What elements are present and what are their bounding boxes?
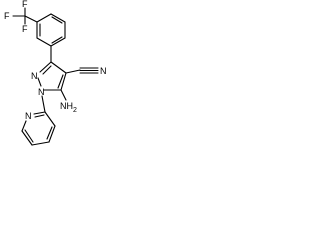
bond-pyrazole-amino bbox=[60, 89, 67, 101]
fluorine-bottom-label: F bbox=[22, 24, 28, 34]
fluorine-top-label: F bbox=[22, 0, 28, 9]
pyridine-bond bbox=[48, 125, 56, 143]
bond-cf3-aryl bbox=[24, 15, 38, 23]
pyridine-bond bbox=[21, 130, 33, 146]
pyrazole-double-bond bbox=[57, 74, 64, 89]
amino-nh-label: NH bbox=[60, 101, 73, 111]
pyridine-double-bond bbox=[34, 114, 45, 118]
pyrazole-double-bond bbox=[42, 65, 52, 75]
pyrazole-n2-label: N bbox=[31, 71, 38, 81]
benzene-bond bbox=[36, 13, 52, 23]
pyrazole-bond bbox=[50, 61, 67, 74]
pyridine-double-bond bbox=[46, 126, 53, 140]
amino-group: NH2 bbox=[60, 89, 77, 114]
benzene-ring bbox=[36, 13, 66, 47]
pyrazole-bond bbox=[60, 72, 67, 91]
pyridine-bond bbox=[31, 141, 50, 146]
trifluoromethyl-group: F F F bbox=[4, 0, 38, 34]
benzene-bond bbox=[36, 37, 52, 47]
amino-label: NH2 bbox=[60, 101, 77, 114]
bond-pyrazole-pyridine bbox=[41, 95, 46, 113]
pyridine-ring: N bbox=[21, 111, 56, 146]
benzene-bond bbox=[50, 13, 66, 23]
chemical-structure: F F F N N N NH2 bbox=[4, 0, 107, 146]
fluorine-left-label: F bbox=[4, 11, 10, 21]
benzene-bond bbox=[50, 37, 66, 47]
amino-h-count-label: 2 bbox=[73, 107, 77, 114]
pyridine-n-label: N bbox=[25, 111, 32, 121]
pyridine-bond bbox=[44, 111, 56, 127]
pyrazole-n1-label: N bbox=[38, 87, 45, 97]
pyridine-bond bbox=[33, 111, 46, 115]
pyrazole-ring: N N bbox=[31, 61, 67, 97]
pyridine-double-bond bbox=[24, 129, 34, 143]
benzene-double-bond bbox=[51, 16, 63, 24]
nitrile-n-label: N bbox=[100, 66, 107, 76]
benzene-double-bond bbox=[51, 36, 63, 44]
pyrazole-bond bbox=[39, 61, 52, 73]
bond-pyrazole-nitrile bbox=[65, 69, 81, 74]
pyrazole-bond bbox=[37, 77, 42, 87]
pyridine-bond bbox=[21, 120, 27, 132]
nitrile-group: N bbox=[65, 66, 107, 76]
